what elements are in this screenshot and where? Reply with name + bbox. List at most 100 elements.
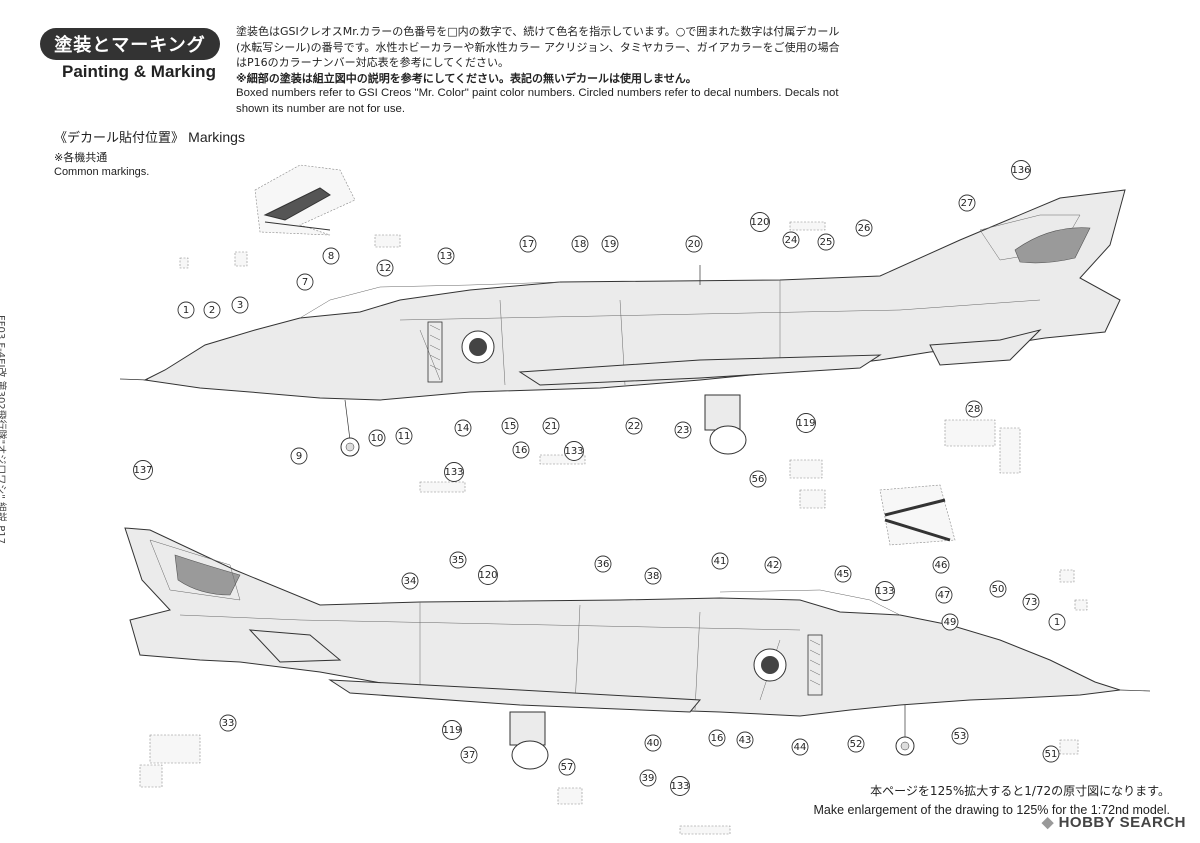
decal-callout: 47 <box>935 586 953 604</box>
decal-callout: 11 <box>395 427 413 445</box>
decal-callout: 3 <box>231 296 249 314</box>
svg-text:34: 34 <box>404 576 417 587</box>
svg-text:45: 45 <box>837 569 850 580</box>
hobby-search-logo: ◆ HOBBY SEARCH <box>1041 814 1186 831</box>
svg-text:13: 13 <box>440 251 453 262</box>
svg-text:2: 2 <box>209 305 215 316</box>
footnote-en: Make enlargement of the drawing to 125% … <box>813 803 1170 817</box>
decal-callout: 1 <box>177 301 195 319</box>
decal-callout: 15 <box>501 417 519 435</box>
svg-text:47: 47 <box>938 590 951 601</box>
svg-text:25: 25 <box>820 237 833 248</box>
intro-text: 塗装色はGSIクレオスMr.カラーの色番号を□内の数字で、続けて色名を指示してい… <box>236 24 866 117</box>
decal-callout: 50 <box>989 580 1007 598</box>
svg-text:44: 44 <box>794 742 807 753</box>
decal-callout: 8 <box>322 247 340 265</box>
decal-callout: 1 <box>1048 613 1066 631</box>
section-title-ja: 塗装とマーキング <box>40 28 220 60</box>
decal-callout: 19 <box>601 235 619 253</box>
svg-text:10: 10 <box>371 433 384 444</box>
decal-callout: 13 <box>437 247 455 265</box>
svg-text:26: 26 <box>858 223 871 234</box>
svg-text:19: 19 <box>604 239 617 250</box>
svg-text:27: 27 <box>961 198 974 209</box>
svg-text:136: 136 <box>1011 165 1030 176</box>
footnote-ja: 本ページを125%拡大すると1/72の原寸図になります。 <box>870 784 1170 798</box>
svg-text:16: 16 <box>515 445 528 456</box>
common-note-en: Common markings. <box>54 166 150 178</box>
decal-callout: 2 <box>203 301 221 319</box>
decal-callout: 51 <box>1042 745 1060 763</box>
decal-callout: 14 <box>454 419 472 437</box>
decal-callout: 40 <box>644 734 662 752</box>
decal-callout: 10 <box>368 429 386 447</box>
svg-text:119: 119 <box>442 725 461 736</box>
decal-callout: 27 <box>958 194 976 212</box>
aircraft-left-profile <box>119 189 1126 457</box>
decal-callout: 49 <box>941 613 959 631</box>
svg-text:51: 51 <box>1045 749 1058 760</box>
svg-text:133: 133 <box>875 586 894 597</box>
svg-text:15: 15 <box>504 421 517 432</box>
svg-text:120: 120 <box>478 570 497 581</box>
intro-line3-ja: はP16のカラーナンバー対応表を参考にしてください。 <box>236 56 509 69</box>
decal-callout: 24 <box>782 231 800 249</box>
svg-text:38: 38 <box>647 571 660 582</box>
svg-text:17: 17 <box>522 239 535 250</box>
svg-text:43: 43 <box>739 735 752 746</box>
svg-text:21: 21 <box>545 421 558 432</box>
common-markings-note: ※各機共通 Common markings. <box>54 150 149 180</box>
decal-callout: 21 <box>542 417 560 435</box>
decal-callout: 16 <box>512 441 530 459</box>
intro-line1-ja: 塗装色はGSIクレオスMr.カラーの色番号を□内の数字で、続けて色名を指示してい… <box>236 25 840 38</box>
logo-mark-icon: ◆ <box>1041 814 1059 831</box>
decal-callout: 35 <box>449 551 467 569</box>
svg-text:73: 73 <box>1025 597 1038 608</box>
decal-callout: 25 <box>817 233 835 251</box>
svg-text:56: 56 <box>752 474 765 485</box>
decal-callout: 43 <box>736 731 754 749</box>
decal-callout: 133 <box>670 776 690 796</box>
decal-callout: 34 <box>401 572 419 590</box>
decal-callout: 38 <box>644 567 662 585</box>
svg-text:23: 23 <box>677 425 690 436</box>
svg-text:37: 37 <box>463 750 476 761</box>
svg-text:1: 1 <box>1054 617 1060 628</box>
svg-text:20: 20 <box>688 239 701 250</box>
markings-heading: 《デカール貼付位置》 Markings <box>54 127 245 146</box>
svg-text:18: 18 <box>574 239 587 250</box>
svg-text:9: 9 <box>296 451 302 462</box>
scale-footnote: 本ページを125%拡大すると1/72の原寸図になります。 Make enlarg… <box>814 782 1170 820</box>
section-title-en: Painting & Marking <box>62 62 216 81</box>
svg-text:12: 12 <box>379 263 392 274</box>
svg-text:133: 133 <box>670 781 689 792</box>
decal-callout: 18 <box>571 235 589 253</box>
decal-callout: 44 <box>791 738 809 756</box>
intro-line2-ja: (水転写シール)の番号です。水性ホビーカラーや新水性カラー アクリジョン、タミヤ… <box>236 40 840 54</box>
svg-text:8: 8 <box>328 251 334 262</box>
svg-text:52: 52 <box>850 739 863 750</box>
svg-text:120: 120 <box>750 217 769 228</box>
decal-callout: 120 <box>478 565 498 585</box>
svg-text:40: 40 <box>647 738 660 749</box>
decal-callout: 46 <box>932 556 950 574</box>
decal-callout: 42 <box>764 556 782 574</box>
decal-callout: 37 <box>460 746 478 764</box>
svg-text:33: 33 <box>222 718 235 729</box>
svg-text:42: 42 <box>767 560 780 571</box>
markings-heading-ja: 《デカール貼付位置》 <box>54 131 185 146</box>
svg-text:119: 119 <box>796 418 815 429</box>
decal-callout: 7 <box>296 273 314 291</box>
svg-text:133: 133 <box>444 467 463 478</box>
svg-text:39: 39 <box>642 773 655 784</box>
intro-line2-en: shown its number are not for use. <box>236 102 406 115</box>
svg-text:41: 41 <box>714 556 727 567</box>
decal-callout: 23 <box>674 421 692 439</box>
decal-callout: 45 <box>834 565 852 583</box>
decal-callout: 36 <box>594 555 612 573</box>
markings-heading-en: Markings <box>188 129 245 145</box>
svg-text:35: 35 <box>452 555 465 566</box>
decal-callout: 137 <box>133 460 153 480</box>
